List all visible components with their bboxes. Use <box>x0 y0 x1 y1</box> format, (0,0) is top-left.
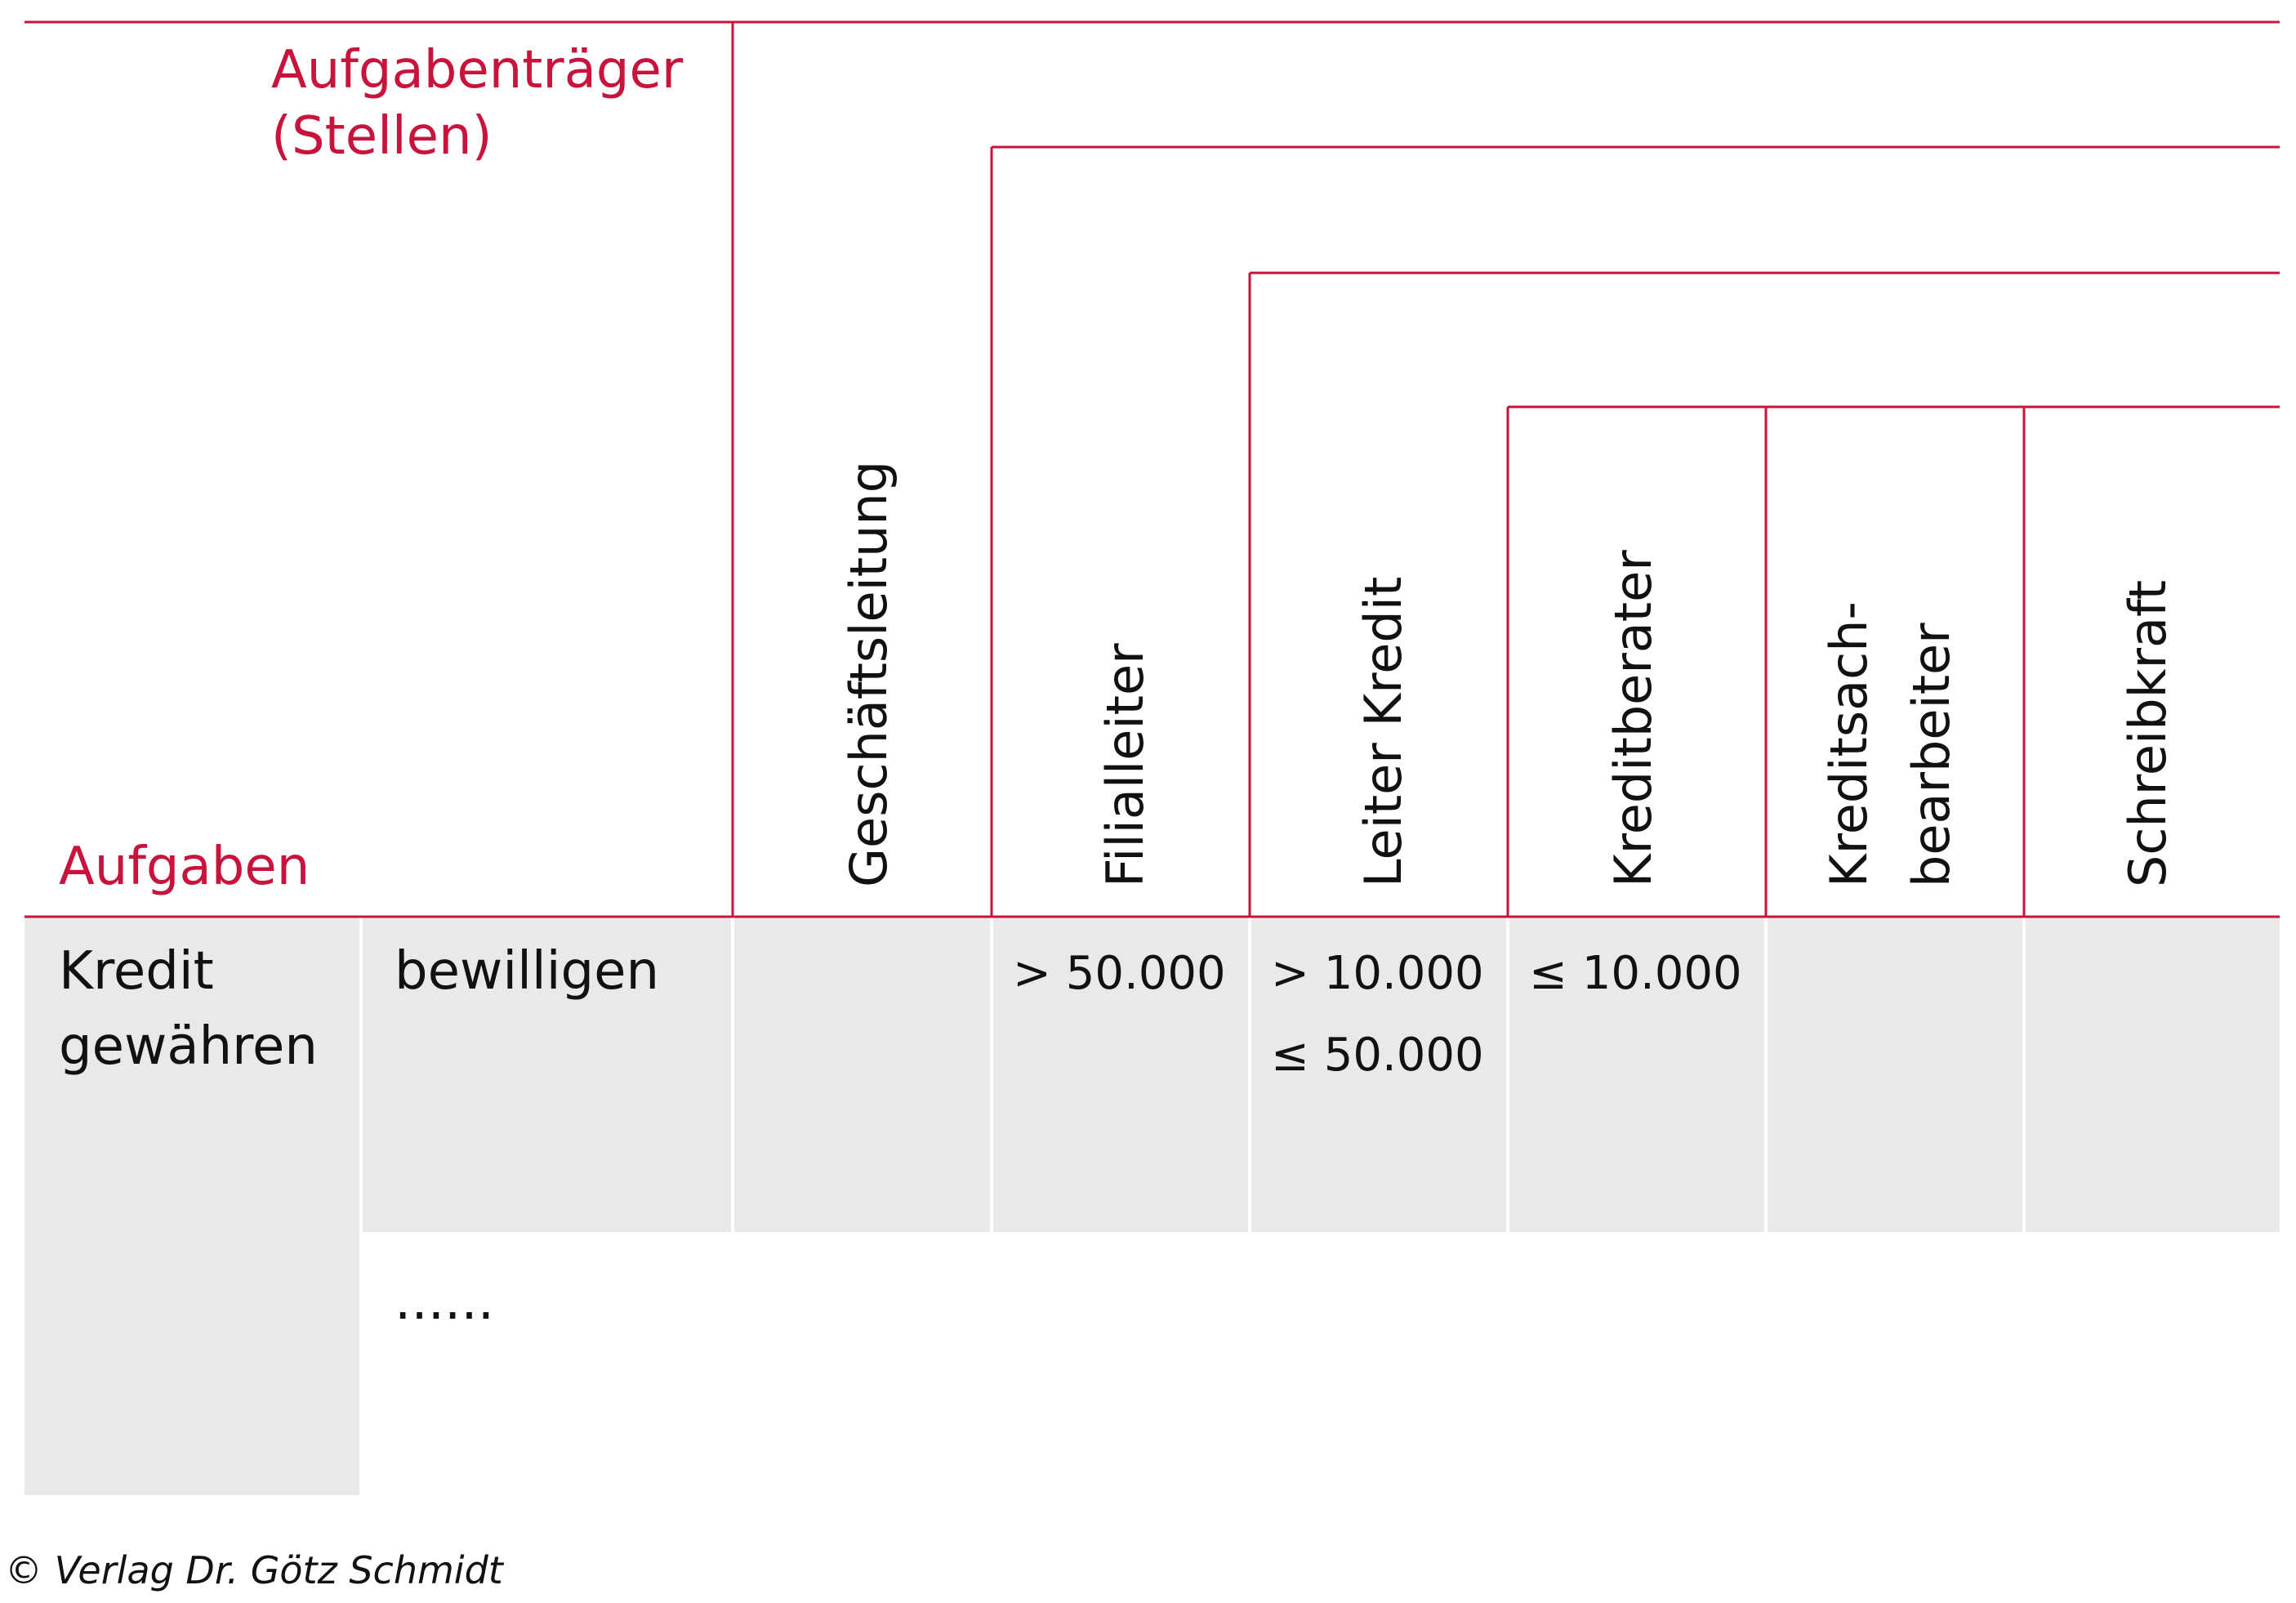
role-label-schreibkraft: Schreibkraft <box>2118 580 2178 887</box>
task-main-line2: gewähren <box>59 1016 318 1077</box>
copyright-notice: © Verlag Dr. Götz Schmidt <box>5 1548 505 1592</box>
cell-kreditberater-bg <box>1509 917 1764 1232</box>
role-label-kreditberater: Kreditberater <box>1603 550 1663 887</box>
aufgabentraeger-label-line1: Aufgabenträger <box>271 40 684 100</box>
cell-schreibkraft-bg <box>2026 917 2280 1232</box>
aufgabentraeger-label-line2: (Stellen) <box>271 106 493 167</box>
value-leiter-kredit-line1: > 10.000 <box>1271 947 1484 1000</box>
task-more-ellipsis: ...... <box>395 1271 494 1332</box>
value-leiter-kredit-line2: ≤ 50.000 <box>1271 1029 1484 1082</box>
cell-filialleiter-bg <box>993 917 1248 1232</box>
task-sub-cell-bg <box>363 917 731 1232</box>
role-labels: Geschäftsleitung Filialleiter Leiter Kre… <box>839 461 2178 887</box>
task-main-cell-bg <box>25 917 359 1495</box>
cell-geschaeftsleitung-bg <box>734 917 990 1232</box>
role-label-kreditsachbearbeiter-line1: Kreditsach- <box>1819 601 1879 887</box>
value-filialleiter: > 50.000 <box>1013 947 1226 1000</box>
task-sub-label: bewilligen <box>395 941 659 1002</box>
hierarchy-lines <box>25 20 2280 918</box>
aufgaben-label: Aufgaben <box>59 837 310 897</box>
task-main-line1: Kredit <box>59 941 214 1002</box>
cell-kreditsachbearbeiter-bg <box>1768 917 2022 1232</box>
role-label-kreditsachbearbeiter-line2: bearbeiter <box>1901 623 1961 887</box>
value-kreditberater: ≤ 10.000 <box>1529 947 1742 1000</box>
grey-cells <box>25 917 2280 1495</box>
role-label-leiter-kredit: Leiter Kredit <box>1353 577 1413 887</box>
role-label-geschaeftsleitung: Geschäftsleitung <box>839 461 898 887</box>
cell-leiter-kredit-bg <box>1251 917 1506 1232</box>
role-label-filialleiter: Filialleiter <box>1095 643 1155 887</box>
